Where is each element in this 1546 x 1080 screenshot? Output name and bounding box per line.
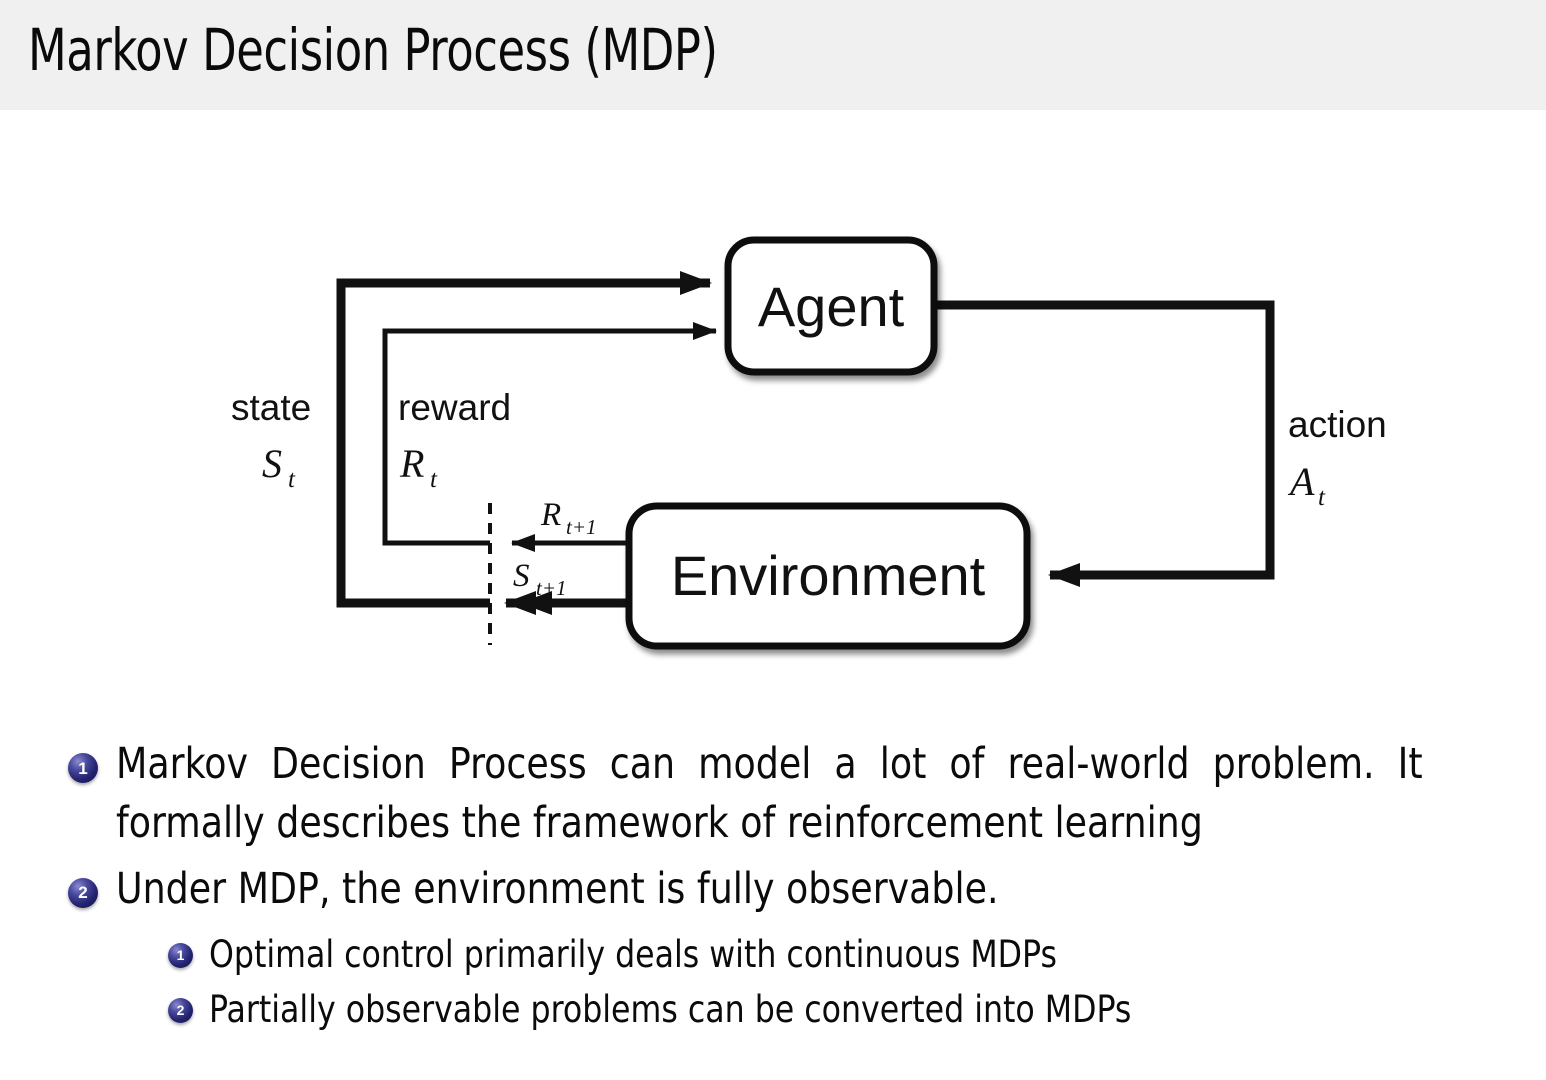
state-word-label: state <box>231 387 311 428</box>
state-path-line <box>336 271 712 608</box>
state-next-symbol-label: S <box>513 558 530 594</box>
bullet-text: Under MDP, the environment is fully obse… <box>116 863 999 914</box>
list-item[interactable]: 2 Partially observable problems can be c… <box>0 984 1546 1037</box>
state-subscript-label: t <box>288 466 296 493</box>
mdp-diagram: Agent Environment state S t reward R t a… <box>0 110 1546 690</box>
agent-node[interactable]: Agent <box>724 236 938 376</box>
sub-bullet-text: Optimal control primarily deals with con… <box>209 932 1057 976</box>
page-title: Markov Decision Process (MDP) <box>28 16 718 84</box>
slide-body-list: 1 Markov Decision Process can model a lo… <box>0 735 1546 1038</box>
reward-next-symbol-label: R <box>540 497 561 533</box>
list-item[interactable]: 1 Markov Decision Process can model a lo… <box>0 735 1546 854</box>
sub-bullet-number-icon: 1 <box>168 942 193 968</box>
action-subscript-label: t <box>1318 484 1326 511</box>
environment-label: Environment <box>671 544 986 607</box>
slide-header-bar: Markov Decision Process (MDP) <box>0 0 1546 110</box>
reward-symbol-label: R <box>399 441 424 486</box>
bullet-text: Markov Decision Process can model a lot … <box>116 739 1423 849</box>
action-path-line <box>935 300 1275 587</box>
bullet-number-icon: 1 <box>68 753 98 783</box>
reward-subscript-label: t <box>430 466 438 493</box>
sub-bullet-number-icon: 2 <box>168 997 193 1023</box>
environment-node[interactable]: Environment <box>625 502 1031 650</box>
list-item[interactable]: 1 Optimal control primarily deals with c… <box>0 929 1546 982</box>
state-next-subscript-label: t+1 <box>536 576 567 600</box>
agent-box[interactable] <box>724 236 938 376</box>
reward-word-label: reward <box>398 387 511 428</box>
bullet-number-icon: 2 <box>68 877 98 908</box>
agent-environment-loop-svg: Agent Environment state S t reward R t a… <box>231 236 1387 650</box>
sub-bullet-text: Partially observable problems can be con… <box>209 987 1132 1031</box>
action-symbol-label: A <box>1287 459 1315 504</box>
sub-bullet-list: 1 Optimal control primarily deals with c… <box>0 929 1546 1036</box>
state-symbol-label: S <box>262 441 282 486</box>
list-item[interactable]: 2 Under MDP, the environment is fully ob… <box>0 860 1546 919</box>
reward-next-subscript-label: t+1 <box>566 515 597 539</box>
environment-box[interactable] <box>625 502 1031 650</box>
action-word-label: action <box>1288 404 1387 445</box>
reward-path-line <box>382 322 717 546</box>
agent-label: Agent <box>758 275 905 338</box>
